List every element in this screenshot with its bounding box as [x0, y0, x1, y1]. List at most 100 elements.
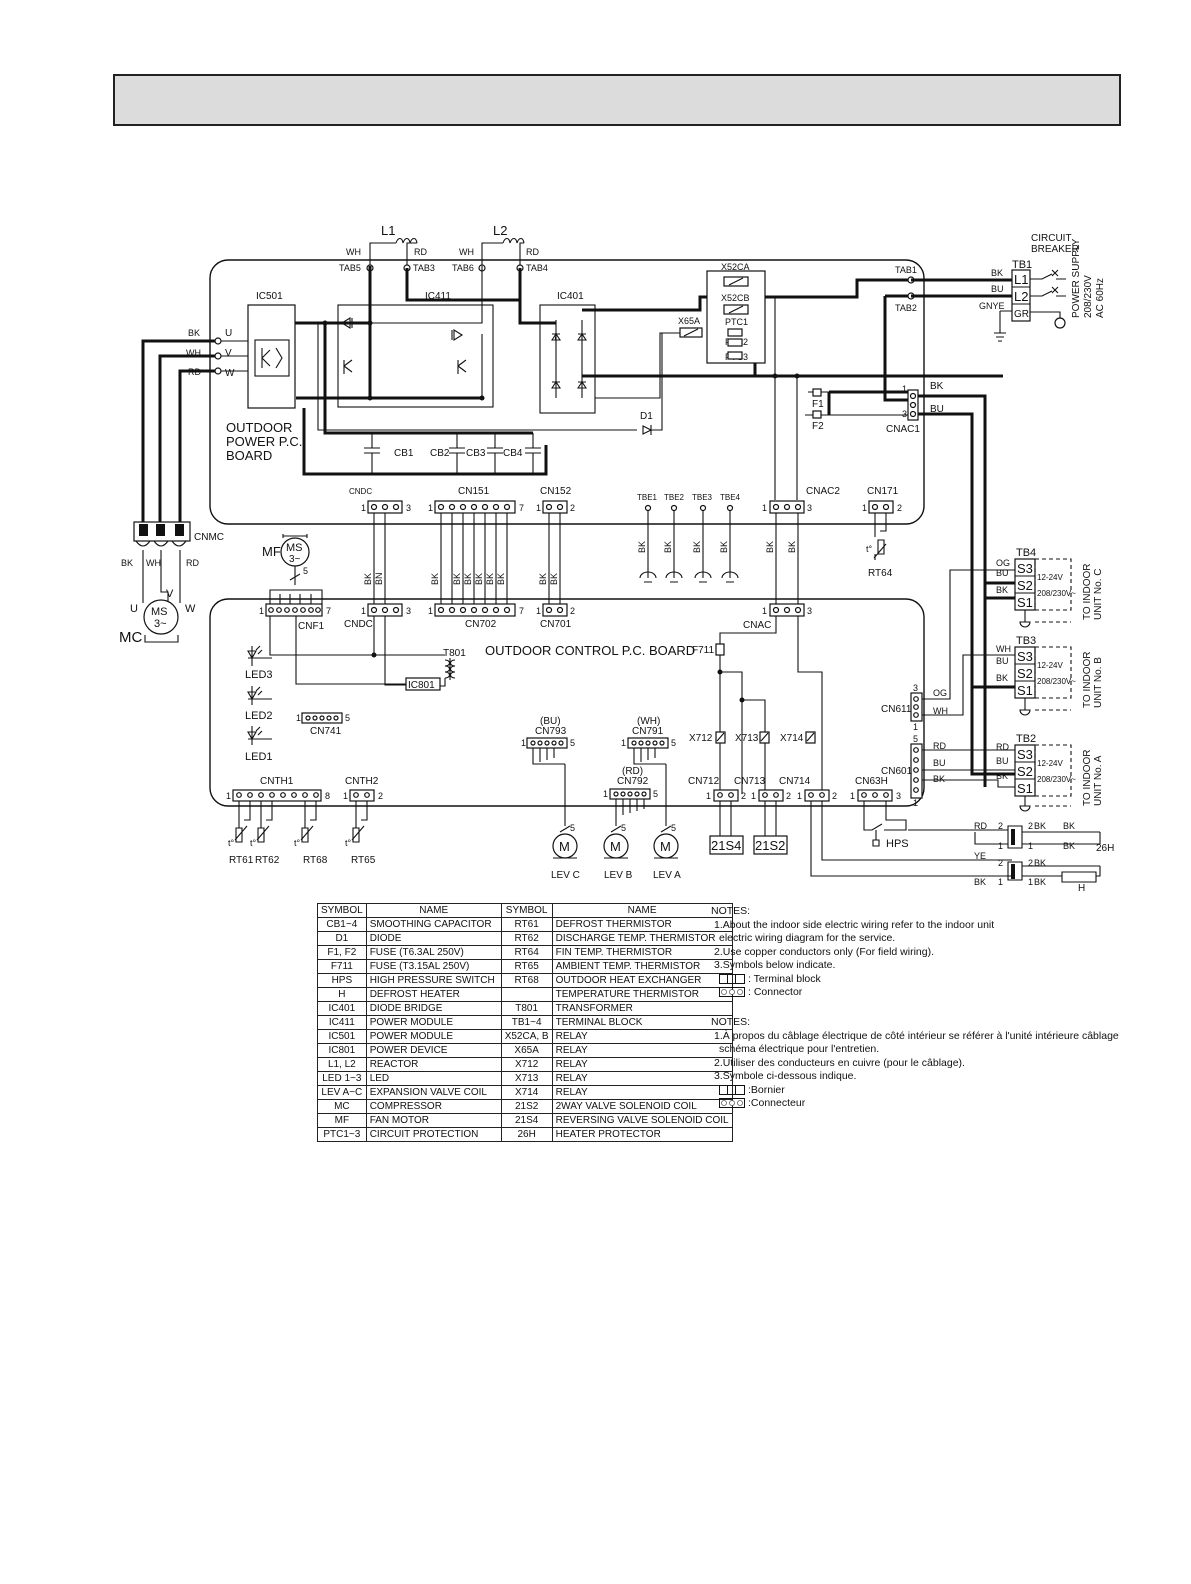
table-cell: IC501	[317, 1029, 367, 1044]
wire-label: WH	[186, 348, 201, 358]
wire-label: BK	[765, 541, 775, 553]
symbol-table-header: SYMBOL NAME SYMBOL NAME	[317, 903, 733, 918]
table-cell: LED 1~3	[317, 1071, 367, 1086]
pin-label: 1	[762, 503, 767, 513]
cnth1-label: CNTH1	[260, 776, 294, 787]
table-cell: RT65	[500, 959, 553, 974]
table-cell: MC	[317, 1099, 367, 1114]
power-supply-label: POWER SUPPLY	[1071, 238, 1082, 318]
table-cell: 21S2	[500, 1099, 553, 1114]
hps-label: HPS	[886, 838, 909, 850]
pin-label: 1	[536, 503, 541, 513]
wire-label: BK	[996, 673, 1008, 683]
outdoor-power-board	[209, 259, 925, 525]
motor-label: M	[660, 839, 671, 854]
motor-label: MS	[286, 542, 303, 554]
wire-label: GNYE	[979, 301, 1005, 311]
table-cell: HEATER PROTECTOR	[551, 1127, 733, 1142]
wire-label: BK	[188, 328, 200, 338]
terminal-s2: S2	[1017, 666, 1033, 681]
terminal-s3: S3	[1017, 747, 1033, 762]
note-item: 1.About the indoor side electric wiring …	[714, 918, 995, 931]
ic801	[405, 677, 441, 691]
cnac-connector	[769, 603, 805, 617]
tb4-label: TB4	[1016, 547, 1036, 559]
motor-label: M	[559, 839, 570, 854]
cn714-connector	[804, 789, 830, 802]
table-cell: X714	[500, 1085, 553, 1100]
motor-label: 3~	[154, 618, 167, 630]
cn701-label: CN701	[540, 619, 572, 630]
led2-label: LED2	[245, 710, 273, 722]
cn791-connector	[627, 737, 669, 749]
table-cell: H	[317, 987, 367, 1002]
pin-label: 5	[303, 566, 308, 576]
wire-label: BK	[974, 877, 986, 887]
cn152-connector	[542, 500, 568, 514]
wire-label: WH	[933, 706, 948, 716]
wire-label: WH	[146, 558, 161, 568]
pin-label: 3	[896, 791, 901, 801]
ic501-label: IC501	[256, 291, 283, 302]
power-board-label: BOARD	[226, 448, 272, 463]
cn611-connector	[910, 692, 923, 722]
pin-label: 1	[902, 384, 907, 394]
pin-label: 1	[621, 738, 626, 748]
table-cell: IC801	[317, 1043, 367, 1058]
table-cell: POWER MODULE	[365, 1029, 502, 1044]
breaker-label: BREAKER	[1031, 244, 1079, 255]
cb2-label: CB2	[430, 448, 450, 459]
unit-b-label: UNIT No. B	[1093, 657, 1104, 708]
wire-label: BK	[1034, 858, 1046, 868]
pin-label: 1	[913, 798, 918, 808]
ic401	[539, 304, 596, 414]
tbe-label: TBE2	[664, 493, 685, 502]
table-cell: DEFROST THERMISTOR	[551, 917, 733, 932]
pin-label: 3	[406, 503, 411, 513]
terminal-s2: S2	[1017, 764, 1033, 779]
table-cell: TRANSFORMER	[551, 1001, 733, 1016]
wire-label: WH	[459, 247, 474, 257]
cn601-label: CN601	[881, 766, 913, 777]
pin-label: 1	[428, 606, 433, 616]
wire-label: BU	[996, 568, 1009, 578]
ic501	[247, 304, 296, 409]
voltage-label: 12-24V	[1037, 573, 1063, 582]
d1-label: D1	[640, 411, 653, 422]
cn712-label: CN712	[688, 776, 720, 787]
pin-label: 2	[832, 791, 837, 801]
cb1-label: CB1	[394, 448, 414, 459]
pin-label: 3	[406, 606, 411, 616]
cnac2-connector	[769, 500, 805, 514]
terminal-s3: S3	[1017, 561, 1033, 576]
heater-label: H	[1078, 883, 1085, 894]
cn702-connector	[434, 603, 516, 617]
cnac-label: CNAC	[743, 620, 771, 631]
table-cell: LED	[365, 1071, 502, 1086]
cn741-label: CN741	[310, 726, 342, 737]
outdoor-control-board	[209, 598, 925, 807]
wire-label: RD	[186, 558, 199, 568]
wire-label: WH	[996, 644, 1011, 654]
wire-label: BK	[1063, 821, 1075, 831]
wire-label: BK	[719, 541, 729, 553]
unit-c-label: UNIT No. C	[1093, 569, 1104, 621]
cnac2-label: CNAC2	[806, 486, 840, 497]
cn792-connector	[609, 788, 651, 800]
terminal-block-icon	[719, 973, 745, 984]
tb1-terminal: L2	[1014, 289, 1028, 304]
tb1-terminal: GR	[1014, 309, 1029, 320]
tab-label: TAB5	[339, 263, 361, 273]
wire-label: BU	[933, 758, 946, 768]
21s4-label: 21S4	[711, 838, 741, 853]
wire-label: WH	[346, 247, 361, 257]
pin-label: 5	[345, 713, 350, 723]
tb3-label: TB3	[1016, 635, 1036, 647]
